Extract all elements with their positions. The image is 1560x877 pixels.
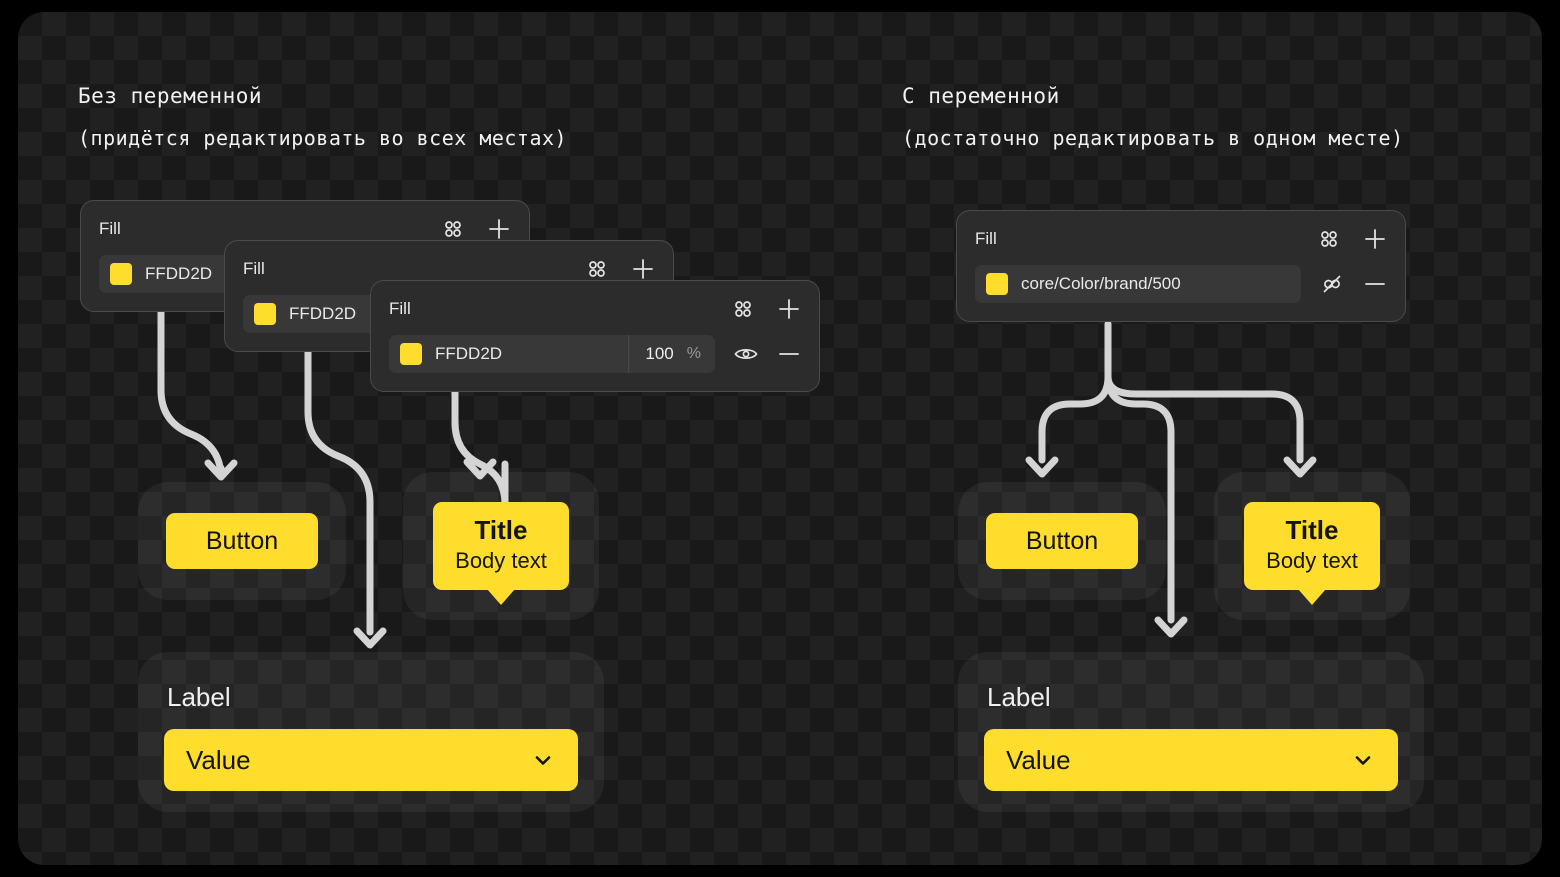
chevron-down-icon[interactable] [530,747,556,773]
panel-title: Fill [975,229,997,248]
color-field-main[interactable]: FFDD2D [389,335,628,373]
tooltip-body: Body text [455,547,547,573]
eye-icon[interactable] [733,341,759,367]
variable-name-value: core/Color/brand/500 [1021,274,1181,293]
field-label: Label [167,682,231,712]
fill-panel-variable[interactable]: Fill [956,210,1406,322]
fill-row: core/Color/brand/500 [975,265,1387,303]
opacity-unit: % [686,345,701,362]
select-value: Value [1006,744,1071,775]
color-field-main[interactable]: FFDD2D [243,295,655,333]
panel-header: Fill [389,297,801,321]
fill-panel-front[interactable]: Fill [370,280,820,392]
right-heading: С переменной [902,84,1060,108]
right-title-card: Title Body text [1214,472,1410,620]
color-field-main[interactable]: FFDD2D [99,255,511,293]
panel-header-actions [733,297,801,321]
panel-title: Fill [243,259,265,278]
four-dot-grid-icon[interactable] [1319,229,1339,249]
color-hex-value: FFDD2D [289,304,357,323]
color-swatch[interactable] [110,263,132,285]
left-title-card: Title Body text [403,472,599,620]
plus-icon[interactable] [487,217,511,241]
variable-field[interactable]: core/Color/brand/500 [975,265,1301,303]
design-canvas: Без переменной (придётся редактировать в… [18,12,1542,865]
plus-icon[interactable] [1363,227,1387,251]
panel-title: Fill [389,299,411,318]
four-dot-grid-icon[interactable] [587,259,607,279]
variable-field-main[interactable]: core/Color/brand/500 [975,265,1301,303]
color-hex-value: FFDD2D [435,344,503,363]
right-button-card: Button [958,482,1166,600]
right-field-card: Label Value [958,652,1424,812]
color-swatch[interactable] [254,303,276,325]
tooltip-preview[interactable]: Title Body text [433,502,569,590]
field-label: Label [987,682,1051,712]
chevron-down-icon[interactable] [1350,747,1376,773]
color-swatch[interactable] [400,343,422,365]
select-value: Value [186,744,251,775]
left-button-card: Button [138,482,346,600]
four-dot-grid-icon[interactable] [733,299,753,319]
plus-icon[interactable] [631,257,655,281]
color-hex-value: FFDD2D [145,264,213,283]
select-preview[interactable]: Value [164,729,578,791]
wire-left-1 [157,308,225,479]
tooltip-body: Body text [1266,547,1358,573]
button-preview[interactable]: Button [986,513,1138,569]
panel-header: Fill [975,227,1387,251]
fill-row: FFDD2D 100 % [389,335,801,373]
right-subheading: (достаточно редактировать в одном месте) [902,126,1404,150]
panel-header-actions [1319,227,1387,251]
select-preview[interactable]: Value [984,729,1398,791]
minus-icon[interactable] [1363,272,1387,296]
panel-title: Fill [99,219,121,238]
left-field-card: Label Value [138,652,604,812]
opacity-value: 100 [645,344,674,363]
color-swatch[interactable] [986,273,1008,295]
tooltip-preview[interactable]: Title Body text [1244,502,1380,590]
color-field[interactable]: FFDD2D 100 % [389,335,715,373]
button-preview[interactable]: Button [166,513,318,569]
wire-right-branch-right [1104,373,1304,464]
panel-header: Fill [99,217,511,241]
plus-icon[interactable] [777,297,801,321]
left-subheading: (придётся редактировать во всех местах) [78,126,568,150]
broken-link-icon[interactable] [1319,271,1345,297]
panel-header-actions [587,257,655,281]
opacity-field[interactable]: 100 % [628,335,715,373]
left-heading: Без переменной [78,84,263,108]
panel-header-actions [443,217,511,241]
four-dot-grid-icon[interactable] [443,219,463,239]
tooltip-title: Title [1285,515,1339,546]
panel-header: Fill [243,257,655,281]
tooltip-title: Title [474,515,528,546]
wire-right-branch-left [1038,373,1112,464]
minus-icon[interactable] [777,342,801,366]
